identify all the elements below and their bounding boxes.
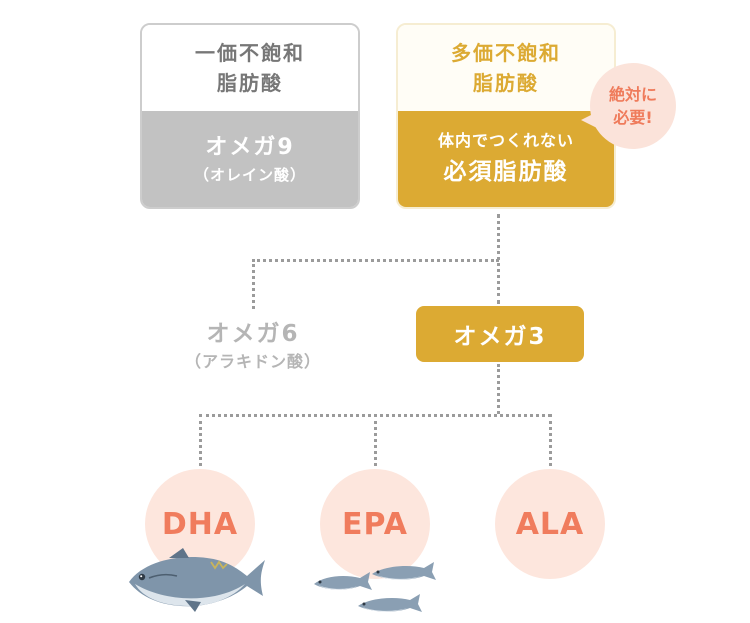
omega3-node: オメガ3 xyxy=(416,306,584,362)
oleic-acid-label: （オレイン酸） xyxy=(193,166,306,184)
monounsaturated-title-line1: 一価不飽和 xyxy=(195,41,305,65)
monounsaturated-header: 一価不飽和 脂肪酸 xyxy=(142,25,358,111)
connector-to-dha xyxy=(199,414,202,466)
epa-label: EPA xyxy=(342,506,408,542)
cannot-be-made-label: 体内でつくれない xyxy=(437,131,574,150)
ala-circle: ALA xyxy=(495,469,605,579)
omega3-label: オメガ3 xyxy=(453,324,547,350)
tuna-icon xyxy=(129,548,265,612)
polyunsaturated-title-line2: 脂肪酸 xyxy=(473,71,539,95)
ala-label: ALA xyxy=(515,506,585,542)
monounsaturated-title-line2: 脂肪酸 xyxy=(217,71,283,95)
connector-to-omega6 xyxy=(252,259,255,309)
epa-circle: EPA xyxy=(320,469,430,579)
connector-to-ala xyxy=(549,414,552,466)
omega9-panel: オメガ9 （オレイン酸） xyxy=(142,111,358,207)
polyunsaturated-header: 多価不飽和 脂肪酸 xyxy=(398,25,614,111)
dha-label: DHA xyxy=(161,506,239,542)
polyunsaturated-card: 多価不飽和 脂肪酸 体内でつくれない 必須脂肪酸 xyxy=(396,23,616,209)
bubble-line1: 絶対に xyxy=(608,85,657,104)
must-have-bubble: 絶対に 必要! xyxy=(590,63,676,149)
omega6-label: オメガ6 xyxy=(206,321,300,347)
polyunsaturated-title-line1: 多価不飽和 xyxy=(451,41,561,65)
arachidonic-acid-label: （アラキドン酸） xyxy=(184,352,321,371)
essential-fatty-acid-panel: 体内でつくれない 必須脂肪酸 xyxy=(398,111,614,207)
connector-omega3-trunk xyxy=(497,364,500,414)
monounsaturated-card: 一価不飽和 脂肪酸 オメガ9 （オレイン酸） xyxy=(140,23,360,209)
essential-fatty-acid-label: 必須脂肪酸 xyxy=(443,159,569,185)
sardines-icon xyxy=(314,562,436,612)
connector-poly-branch xyxy=(252,259,499,262)
omega6-node: オメガ6 （アラキドン酸） xyxy=(170,318,336,374)
connector-to-epa xyxy=(374,414,377,466)
bubble-line2: 必要! xyxy=(613,108,653,127)
omega9-label: オメガ9 xyxy=(205,135,295,160)
